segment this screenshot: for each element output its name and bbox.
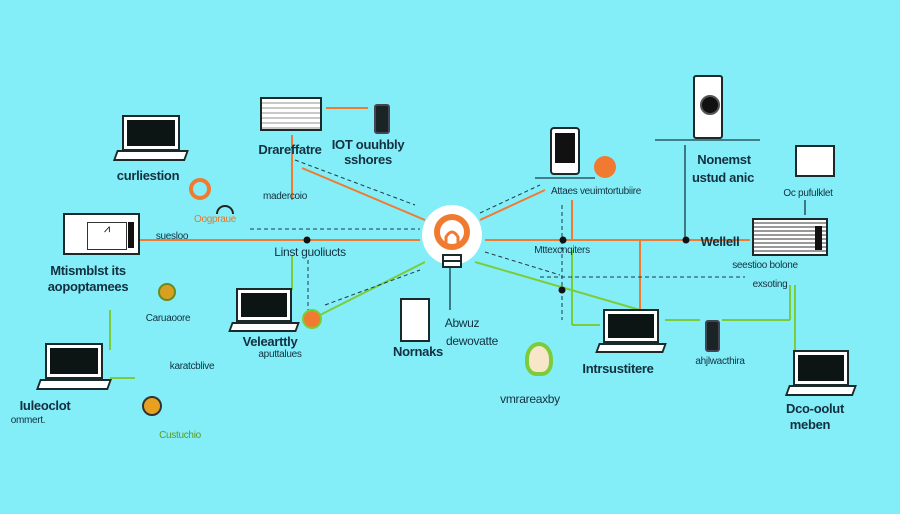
label: curliestion	[116, 168, 180, 183]
laptop-top-left[interactable]	[113, 115, 189, 161]
label: Intrsustitere	[582, 361, 654, 376]
orange-sensor-icon	[302, 309, 322, 329]
label: aputtalues	[258, 349, 302, 360]
phone-right[interactable]	[705, 320, 720, 352]
label: Iuleoclot	[19, 398, 71, 413]
monitor-top[interactable]	[260, 97, 322, 131]
lightbulb-icon	[434, 214, 470, 268]
wifi-icon	[216, 205, 234, 214]
phone-top[interactable]	[374, 104, 390, 134]
label: seestioo bolone	[732, 260, 798, 271]
label: vmrareaxby	[500, 392, 560, 406]
label: Oogpraue	[193, 214, 237, 225]
label: Mttexcnqiters	[534, 245, 590, 256]
tablet[interactable]	[550, 127, 580, 175]
label: karatcblive	[169, 361, 215, 372]
label: suesloo	[155, 231, 189, 242]
label: ahjlwacthira	[695, 356, 745, 367]
label: Custuchio	[159, 430, 201, 441]
camera-icon	[142, 396, 162, 416]
label: dewovatte	[445, 334, 499, 348]
label: Dco-oolut	[786, 401, 844, 416]
hub-lightbulb[interactable]	[422, 205, 482, 268]
label: Linst guoliucts	[274, 245, 346, 259]
sun-sensor-icon	[158, 283, 176, 301]
label: aopoptamees	[47, 279, 129, 294]
laptop-bottom-left[interactable]	[36, 342, 112, 390]
air-conditioner[interactable]	[752, 218, 828, 256]
label: IOT ouuhbly	[331, 137, 405, 152]
label: Nornaks	[393, 344, 443, 359]
label: ustud anic	[691, 170, 755, 185]
orange-sensor-icon	[594, 156, 616, 178]
label: madercoio	[263, 191, 307, 202]
label: Attaes veuimtortubiire	[550, 186, 642, 197]
lightbulb-icon	[189, 178, 211, 200]
laptop-center-right[interactable]	[595, 308, 667, 353]
label: ommert.	[10, 415, 46, 426]
label: Caruaoore	[145, 313, 191, 324]
smart-tv-left[interactable]: ⩘	[63, 213, 140, 255]
audio-device[interactable]	[400, 298, 430, 342]
lightbulb-icon	[525, 342, 553, 376]
computer-monitor-right[interactable]	[795, 145, 835, 177]
label: Oc pufulklet	[783, 188, 833, 199]
label: Nonemst	[697, 152, 751, 167]
speaker-icon	[700, 95, 720, 115]
laptop-bottom-right[interactable]	[785, 350, 857, 396]
label: sshores	[344, 152, 392, 167]
label: Abwuz	[444, 316, 480, 330]
smart-speaker[interactable]	[693, 75, 723, 139]
chart-icon: ⩘	[87, 222, 127, 250]
label: Wellell	[700, 234, 740, 249]
label: Velearttly	[242, 334, 298, 349]
label: Mtismblst its	[50, 263, 126, 278]
label: exsoting	[752, 279, 788, 290]
label: meben	[789, 417, 831, 432]
laptop-middle-left[interactable]	[228, 287, 300, 332]
label: Drareffatre	[258, 142, 322, 157]
